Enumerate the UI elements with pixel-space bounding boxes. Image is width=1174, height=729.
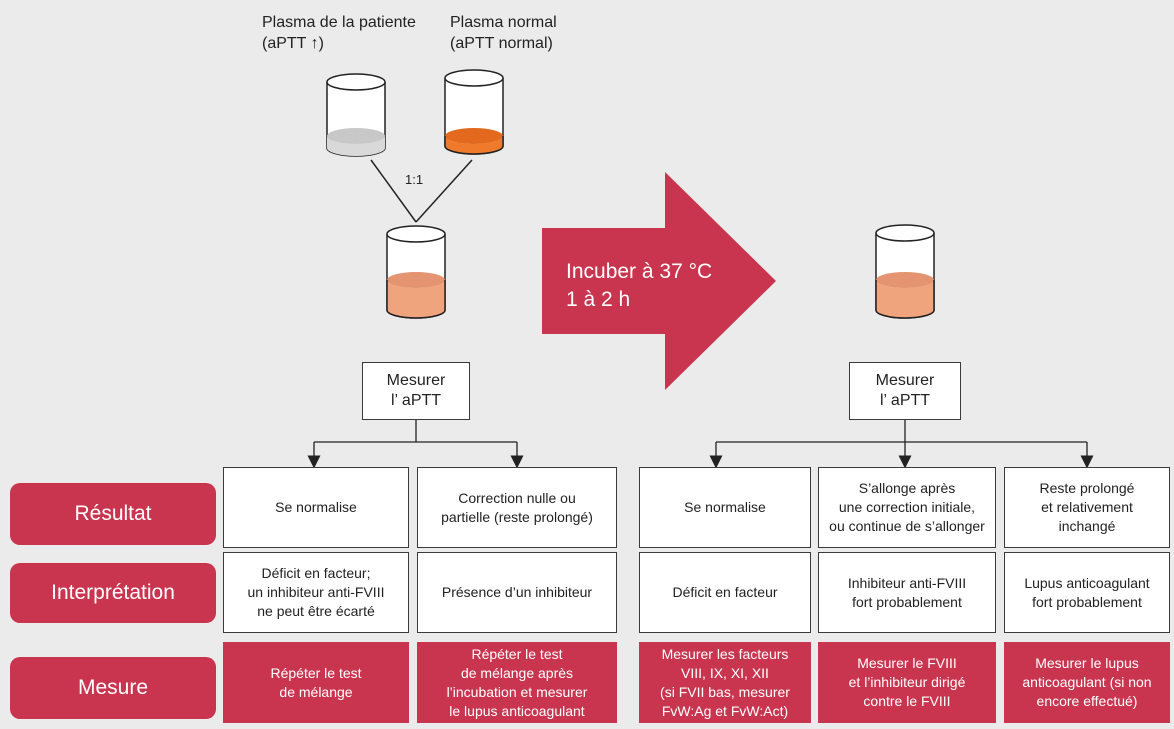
interpretation-cell: Inhibiteur anti-FVIII fort probablement [818, 552, 996, 633]
incubation-text: Incuber à 37 °C 1 à 2 h [566, 260, 713, 311]
result-cell: Se normalise [223, 467, 409, 548]
action-cell: Mesurer les facteurs VIII, IX, XI, XII (… [639, 642, 811, 723]
patient-plasma-label: Plasma de la patiente (aPTT ↑) [262, 14, 416, 52]
normal-plasma-label: Plasma normal (aPTT normal) [450, 14, 557, 52]
row-label-action: Mesure [10, 657, 216, 719]
interpretation-cell: Lupus anticoagulant fort probablement [1004, 552, 1170, 633]
result-cell: Reste prolongé et relativement inchangé [1004, 467, 1170, 548]
measure-aptt-left: Mesurer l’ aPTT [362, 362, 470, 420]
mixed-tube-left [386, 225, 446, 319]
result-cell: S’allonge après une correction initiale,… [818, 467, 996, 548]
interpretation-cell: Déficit en facteur [639, 552, 811, 633]
action-cell: Répéter le test de mélange [223, 642, 409, 723]
row-label-result: Résultat [10, 483, 216, 545]
result-cell: Correction nulle ou partielle (reste pro… [417, 467, 617, 548]
interpretation-cell: Présence d’un inhibiteur [417, 552, 617, 633]
action-cell: Mesurer le lupus anticoagulant (si non e… [1004, 642, 1170, 723]
result-cell: Se normalise [639, 467, 811, 548]
action-cell: Mesurer le FVIII et l’inhibiteur dirigé … [818, 642, 996, 723]
action-cell: Répéter le test de mélange après l’incub… [417, 642, 617, 723]
normal-plasma-tube [444, 69, 504, 155]
incubation-arrow [542, 172, 776, 390]
mixed-tube-right [875, 224, 935, 319]
row-label-interpretation: Interprétation [10, 563, 216, 623]
mix-ratio-label: 1:1 [405, 172, 424, 187]
measure-aptt-right: Mesurer l’ aPTT [849, 362, 961, 420]
interpretation-cell: Déficit en facteur; un inhibiteur anti-F… [223, 552, 409, 633]
patient-plasma-tube [326, 73, 386, 157]
